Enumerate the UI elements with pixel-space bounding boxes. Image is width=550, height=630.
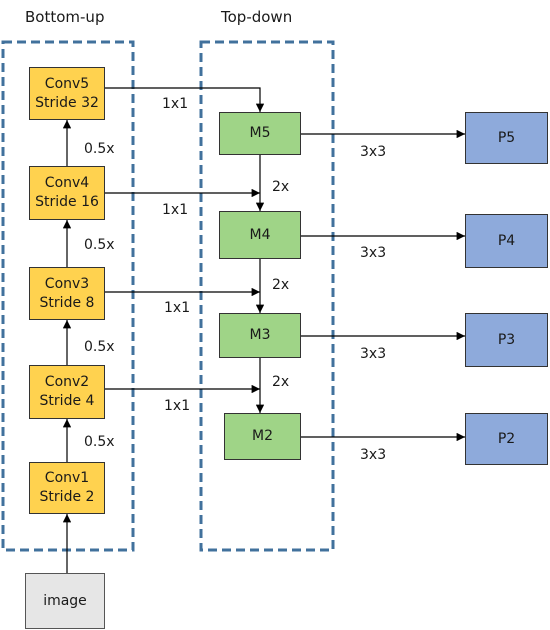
p4-label: P4 <box>497 232 516 249</box>
lateral-label: 1x1 <box>164 300 191 316</box>
downsample-label: 0.5x <box>84 237 115 253</box>
m4-label: M4 <box>249 226 271 243</box>
bottom-up-heading: Bottom-up <box>25 8 105 26</box>
conv5-to-m5-lateral-arrow <box>105 87 265 112</box>
p4-node: P4 <box>465 214 548 268</box>
conv3-node: Conv3 Stride 8 <box>29 267 105 320</box>
p5-label: P5 <box>497 129 516 146</box>
conv3-name: Conv3 <box>44 275 90 292</box>
upsample-label: 2x <box>272 374 290 390</box>
upsample-label: 2x <box>272 277 290 293</box>
m4-node: M4 <box>219 211 301 259</box>
conv1-name: Conv1 <box>44 470 90 486</box>
smooth-label: 3x3 <box>360 144 387 160</box>
conv1-node: Conv1 Stride 2 <box>29 462 105 514</box>
conv4-name: Conv4 <box>44 175 90 191</box>
upsample-label: 2x <box>272 179 290 195</box>
top-down-heading: Top-down <box>221 8 293 26</box>
m5-node: M5 <box>219 112 301 155</box>
conv2-name: Conv2 <box>44 374 90 390</box>
m3-label: M3 <box>249 327 271 343</box>
smooth-label: 3x3 <box>360 245 387 261</box>
conv4-stride: Stride 16 <box>35 194 99 210</box>
bottom-up-group-border <box>1 40 135 552</box>
m2-node: M2 <box>224 413 301 460</box>
top-down-group-border <box>199 40 335 552</box>
conv4-node: Conv4 Stride 16 <box>29 166 105 220</box>
m2-label: M2 <box>252 428 273 444</box>
conv5-name: Conv5 <box>44 75 90 92</box>
conv2-node: Conv2 Stride 4 <box>29 365 105 419</box>
p2-node: P2 <box>465 413 548 465</box>
m5-label: M5 <box>249 125 271 141</box>
image-label: image <box>43 592 87 609</box>
smooth-label: 3x3 <box>360 447 387 463</box>
conv3-stride: Stride 8 <box>39 294 95 311</box>
downsample-label: 0.5x <box>84 339 115 355</box>
downsample-label: 0.5x <box>84 141 115 157</box>
image-node: image <box>25 573 105 629</box>
m3-node: M3 <box>219 313 301 358</box>
smooth-label: 3x3 <box>360 346 387 362</box>
p5-node: P5 <box>465 112 548 164</box>
p3-label: P3 <box>497 331 516 348</box>
lateral-label: 1x1 <box>162 96 189 112</box>
downsample-label: 0.5x <box>84 434 115 450</box>
p3-node: P3 <box>465 313 548 367</box>
conv2-stride: Stride 4 <box>39 393 95 409</box>
conv1-stride: Stride 2 <box>39 489 95 505</box>
lateral-label: 1x1 <box>164 398 191 414</box>
conv5-stride: Stride 32 <box>35 94 99 111</box>
p2-label: P2 <box>497 430 516 447</box>
conv5-node: Conv5 Stride 32 <box>29 67 105 120</box>
lateral-label: 1x1 <box>162 202 189 218</box>
